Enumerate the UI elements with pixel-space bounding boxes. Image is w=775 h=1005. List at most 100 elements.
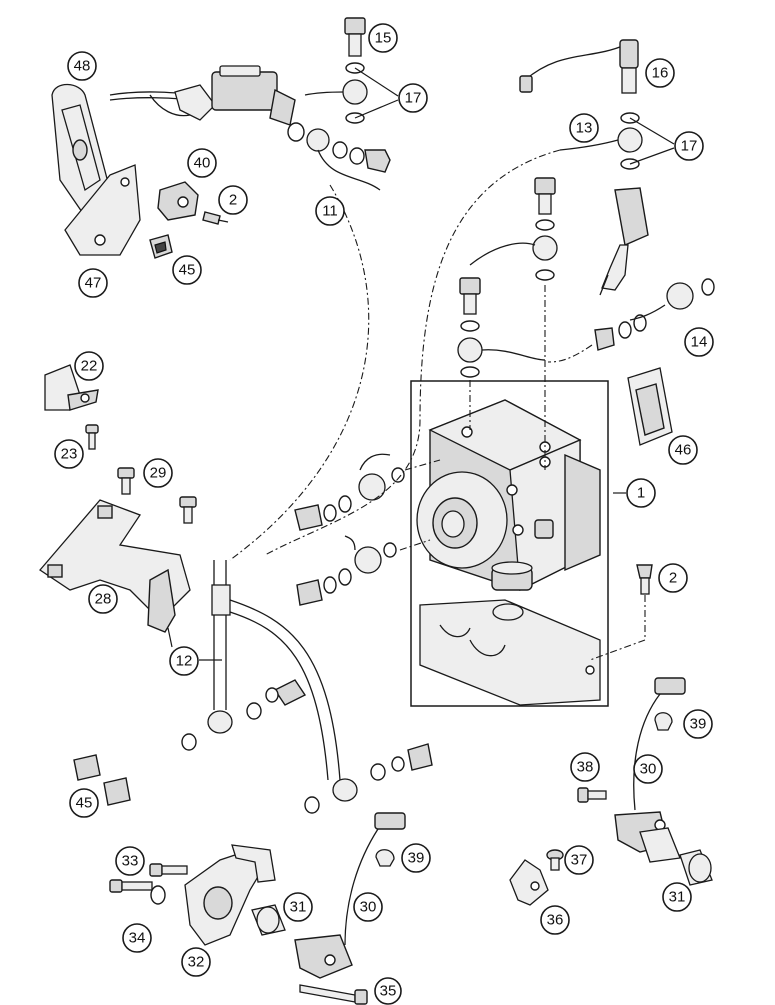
dash-14-to-abs	[547, 344, 593, 363]
callout-40: 40	[187, 148, 217, 178]
clamp-40	[157, 181, 199, 221]
callout-36: 36	[540, 905, 570, 935]
screw-37	[546, 849, 564, 871]
bracket-36	[509, 859, 549, 906]
rear-brake-master-cylinder	[599, 187, 649, 296]
dash-hose-11-path	[229, 184, 370, 561]
svg-text:36: 36	[547, 912, 564, 929]
svg-text:45: 45	[76, 795, 93, 812]
callout-45: 45	[69, 788, 99, 818]
callout-31: 31	[283, 892, 313, 922]
callout-32: 32	[181, 947, 211, 977]
callout-11: 11	[315, 196, 345, 226]
svg-text:30: 30	[360, 899, 377, 916]
callout-31: 31	[662, 882, 692, 912]
screw-29-a	[117, 467, 135, 495]
dash-hose-13-path	[264, 149, 561, 556]
svg-text:28: 28	[95, 591, 112, 608]
svg-text:2: 2	[229, 192, 237, 209]
svg-text:33: 33	[122, 853, 139, 870]
svg-text:1: 1	[637, 485, 645, 502]
svg-text:30: 30	[640, 761, 657, 778]
svg-text:11: 11	[322, 203, 338, 220]
callout-2: 2	[658, 563, 688, 593]
screw-2-right	[636, 564, 653, 595]
screw-35	[299, 984, 368, 1005]
clip-39-right	[654, 712, 673, 731]
screw-2-top	[202, 211, 229, 225]
rear-banjo-14	[594, 278, 715, 351]
hose-to-abs-left	[481, 349, 546, 361]
svg-text:31: 31	[290, 899, 307, 916]
rubber-mount-46	[627, 367, 673, 446]
svg-text:39: 39	[408, 850, 425, 867]
screw-33-b	[109, 879, 153, 893]
abs-mounting-bracket	[419, 599, 601, 706]
callout-35: 35	[374, 977, 402, 1005]
svg-text:40: 40	[194, 155, 211, 172]
svg-text:16: 16	[652, 65, 669, 82]
callout-13: 13	[569, 113, 599, 143]
callout-30: 30	[633, 754, 663, 784]
svg-text:32: 32	[188, 954, 205, 971]
banjo-bolt-15	[304, 17, 368, 124]
callout-1: 1	[626, 478, 656, 508]
bracket-47	[64, 164, 141, 256]
wheel-speed-sensor-30-rear	[614, 677, 686, 863]
clip-45-top	[149, 234, 173, 259]
screw-38	[577, 787, 607, 803]
callout-17: 17	[398, 83, 428, 113]
svg-text:14: 14	[691, 334, 708, 351]
callout-33: 33	[115, 846, 145, 876]
abs-port-fittings	[294, 453, 405, 606]
abs-hydraulic-unit	[416, 399, 601, 592]
svg-text:22: 22	[81, 358, 98, 375]
callout-39: 39	[401, 843, 431, 873]
dash-ports-to-abs-a	[404, 459, 441, 471]
svg-text:13: 13	[576, 120, 593, 137]
svg-text:23: 23	[61, 446, 78, 463]
callout-34: 34	[122, 923, 152, 953]
abs-inlet-banjo-left	[457, 277, 483, 378]
callout-15: 15	[368, 23, 398, 53]
svg-text:12: 12	[176, 653, 193, 670]
wheel-speed-sensor-30-front	[294, 812, 406, 979]
screw-23	[85, 424, 99, 450]
callout-2: 2	[218, 185, 248, 215]
screw-29-b	[179, 496, 197, 524]
sensor-ring-31-left	[251, 904, 286, 936]
svg-text:2: 2	[669, 570, 677, 587]
svg-text:46: 46	[675, 442, 692, 459]
callout-23: 23	[54, 439, 84, 469]
svg-text:29: 29	[150, 465, 167, 482]
callout-48: 48	[67, 51, 97, 81]
callout-22: 22	[74, 351, 104, 381]
abs-unit-frame	[410, 380, 609, 707]
svg-text:48: 48	[74, 58, 91, 75]
svg-text:15: 15	[375, 30, 392, 47]
callout-30: 30	[353, 892, 383, 922]
brake-hose-13	[559, 139, 619, 151]
brake-line-12	[181, 560, 433, 814]
front-brake-master-cylinder	[109, 65, 296, 126]
callout-14: 14	[684, 327, 714, 357]
callout-47: 47	[78, 268, 108, 298]
spacer-34	[150, 885, 166, 905]
callout-28: 28	[88, 584, 118, 614]
brake-hose-11	[317, 149, 381, 191]
svg-text:39: 39	[690, 716, 707, 733]
banjo-fitting-upper	[287, 122, 391, 173]
abs-inlet-banjo-right	[532, 177, 558, 281]
svg-text:17: 17	[681, 138, 698, 155]
svg-text:17: 17	[405, 90, 422, 107]
callout-16: 16	[645, 58, 675, 88]
callout-37: 37	[564, 845, 594, 875]
svg-text:45: 45	[179, 262, 196, 279]
svg-text:47: 47	[85, 275, 102, 292]
dash-ports-to-abs-b	[399, 539, 431, 551]
callout-38: 38	[570, 752, 600, 782]
callout-45: 45	[172, 255, 202, 285]
hose-to-abs-right	[469, 242, 536, 266]
callout-17: 17	[674, 131, 704, 161]
